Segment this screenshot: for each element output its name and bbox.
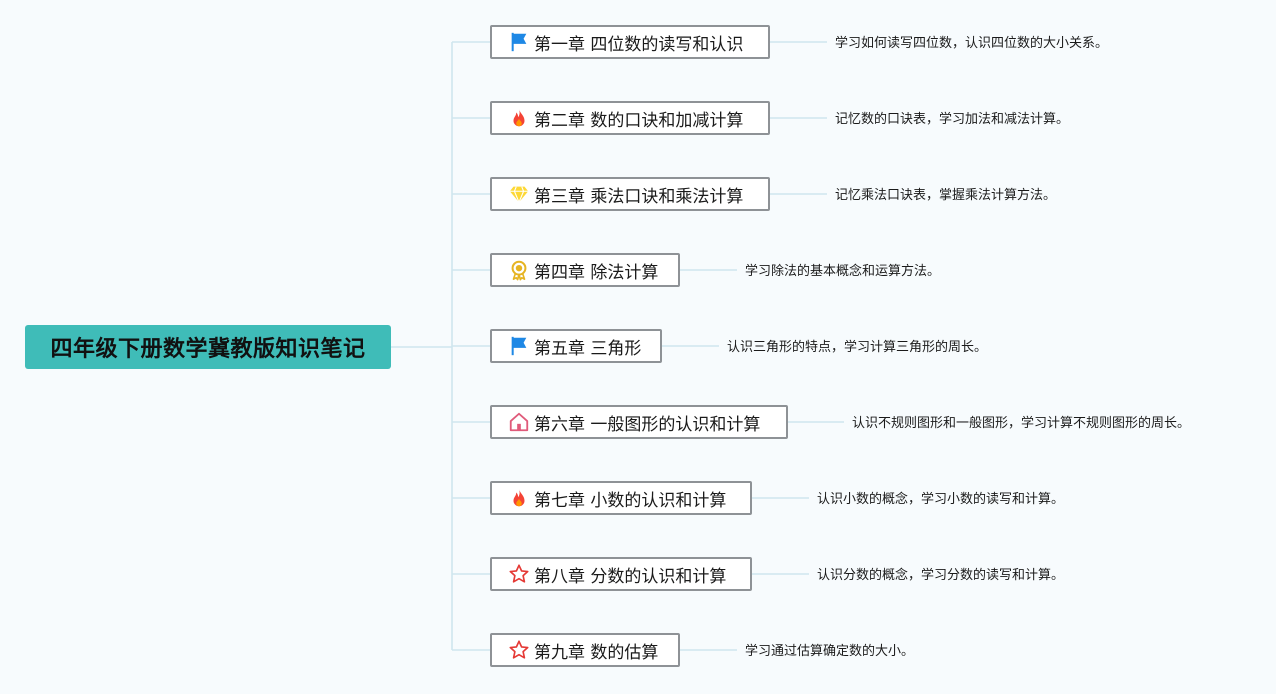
chapter-label: 第一章 四位数的读写和认识 bbox=[534, 34, 744, 55]
house-icon bbox=[508, 411, 530, 433]
chapter-note-6: 认识不规则图形和一般图形，学习计算不规则图形的周长。 bbox=[852, 416, 1191, 431]
chapter-node-9[interactable]: 第九章 数的估算 bbox=[490, 633, 680, 667]
diamond-icon bbox=[508, 183, 530, 205]
chapter-node-5[interactable]: 第五章 三角形 bbox=[490, 329, 662, 363]
fire-icon bbox=[508, 107, 530, 129]
chapter-note-9: 学习通过估算确定数的大小。 bbox=[745, 644, 915, 659]
star-icon bbox=[508, 639, 530, 661]
chapter-node-7[interactable]: 第七章 小数的认识和计算 bbox=[490, 481, 752, 515]
star-icon bbox=[508, 563, 530, 585]
chapter-label: 第八章 分数的认识和计算 bbox=[534, 566, 727, 587]
chapter-note-8: 认识分数的概念，学习分数的读写和计算。 bbox=[817, 568, 1065, 583]
chapter-label: 第九章 数的估算 bbox=[534, 642, 659, 663]
chapter-node-6[interactable]: 第六章 一般图形的认识和计算 bbox=[490, 405, 788, 439]
chapter-label: 第六章 一般图形的认识和计算 bbox=[534, 414, 761, 435]
chapter-note-7: 认识小数的概念，学习小数的读写和计算。 bbox=[817, 492, 1065, 507]
chapter-node-3[interactable]: 第三章 乘法口诀和乘法计算 bbox=[490, 177, 770, 211]
chapter-note-5: 认识三角形的特点，学习计算三角形的周长。 bbox=[727, 340, 988, 355]
chapter-label: 第四章 除法计算 bbox=[534, 262, 659, 283]
chapter-node-4[interactable]: 第四章 除法计算 bbox=[490, 253, 680, 287]
root-topic-label: 四年级下册数学冀教版知识笔记 bbox=[50, 337, 366, 362]
chapter-note-3: 记忆乘法口诀表，掌握乘法计算方法。 bbox=[835, 188, 1057, 203]
chapter-label: 第三章 乘法口诀和乘法计算 bbox=[534, 186, 744, 207]
chapter-node-1[interactable]: 第一章 四位数的读写和认识 bbox=[490, 25, 770, 59]
chapter-note-4: 学习除法的基本概念和运算方法。 bbox=[745, 264, 941, 279]
flag-icon bbox=[508, 335, 530, 357]
chapter-note-2: 记忆数的口诀表，学习加法和减法计算。 bbox=[835, 112, 1070, 127]
flag-icon bbox=[508, 31, 530, 53]
chapter-label: 第二章 数的口诀和加减计算 bbox=[534, 110, 744, 131]
chapter-node-8[interactable]: 第八章 分数的认识和计算 bbox=[490, 557, 752, 591]
root-topic[interactable]: 四年级下册数学冀教版知识笔记 bbox=[25, 325, 391, 369]
chapter-note-1: 学习如何读写四位数，认识四位数的大小关系。 bbox=[835, 36, 1109, 51]
chapter-label: 第七章 小数的认识和计算 bbox=[534, 490, 727, 511]
medal-icon bbox=[508, 259, 530, 281]
chapter-node-2[interactable]: 第二章 数的口诀和加减计算 bbox=[490, 101, 770, 135]
fire-icon bbox=[508, 487, 530, 509]
chapter-label: 第五章 三角形 bbox=[534, 338, 642, 359]
